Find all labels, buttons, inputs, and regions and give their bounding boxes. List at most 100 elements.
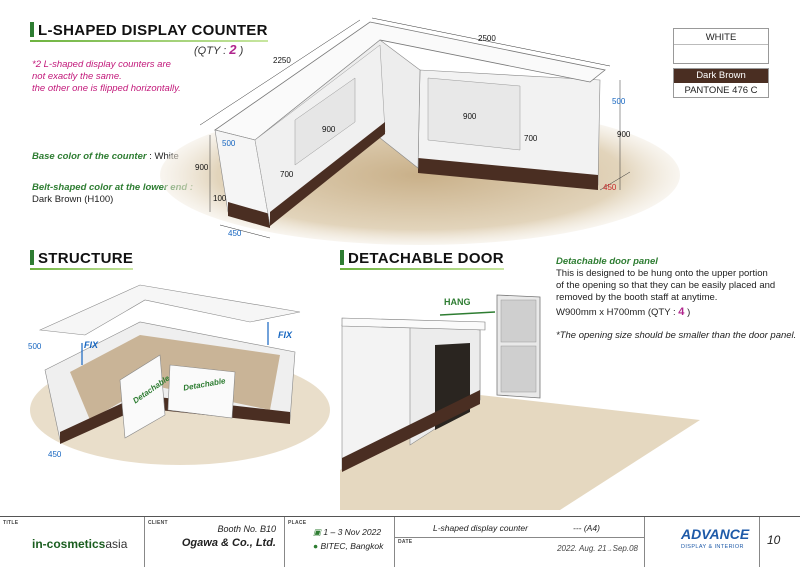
door-size-close: ) <box>687 307 691 318</box>
dim-900-right-front: 900 <box>463 112 477 121</box>
structure-dim-450: 450 <box>48 450 62 459</box>
fix-label-left: FIX <box>84 340 99 350</box>
booth-number: Booth No. B10 <box>217 524 276 534</box>
base-color-value: : White <box>149 151 179 162</box>
door-section-title: DETACHABLE DOOR <box>340 250 504 270</box>
door-desc-line-1: This is designed to be hung onto the upp… <box>556 268 768 279</box>
door-counter-side <box>341 324 481 471</box>
door-desc-line-3: removed by the booth staff at anytime. <box>556 292 718 303</box>
qty-value: 2 <box>229 42 237 57</box>
brand-cell: ADVANCE DISPLAY & INTERIOR <box>645 517 760 567</box>
paper-size: --- (A4) <box>573 523 600 533</box>
title-underline <box>30 40 268 42</box>
drawing-date-value: 2022. Aug. 21 <box>557 544 607 553</box>
counter-qty: (QTY : 2 ) <box>194 42 243 57</box>
event-venue: ● BITEC, Bangkok <box>313 541 383 551</box>
title-block: TITLE in-cosmeticsasia CLIENT Booth No. … <box>0 516 800 567</box>
dim-450-left: 450 <box>228 229 242 238</box>
date-tag: DATE <box>398 539 413 545</box>
dim-700-left: 700 <box>280 170 294 179</box>
floor-shadow <box>160 105 680 245</box>
door-panel <box>496 294 541 399</box>
event-logo-suffix: asia <box>105 537 128 551</box>
note-line-2: not exactly the same. <box>32 71 122 82</box>
client-tag: CLIENT <box>148 520 168 526</box>
left-front-face <box>254 44 386 226</box>
flip-note: *2 L-shaped display counters are not exa… <box>32 59 202 95</box>
door-description: This is designed to be hung onto the upp… <box>556 268 786 304</box>
door-panel-inner-bottom <box>500 345 537 393</box>
right-wing-front <box>417 69 601 186</box>
white-swatch: WHITE <box>673 28 769 64</box>
door-desc-line-2: of the opening so that they can be easil… <box>556 280 776 291</box>
structure-floor <box>30 355 330 465</box>
event-logo: in-cosmeticsasia <box>32 537 127 551</box>
door-size-text: W900mm x H700mm (QTY : <box>556 307 676 318</box>
detachable-label-1: Detachable <box>131 373 172 406</box>
dim-900-height-left: 900 <box>195 163 209 172</box>
title-tag: TITLE <box>3 520 19 526</box>
event-date-text: 1 – 3 Nov 2022 <box>323 527 382 537</box>
drawing-name: L-shaped display counter <box>433 523 528 533</box>
title-bar <box>340 250 344 265</box>
structure-title-text: STRUCTURE <box>38 250 134 267</box>
drawing-cell: L-shaped display counter --- (A4) DATE 2… <box>395 517 645 567</box>
dim-100: 100 <box>213 194 227 203</box>
door-opening-note: *The opening size should be smaller than… <box>556 330 797 341</box>
door-panel-inner-top <box>500 299 537 343</box>
dim-900-height-right: 900 <box>617 130 631 139</box>
drawing-date: 2022. Aug. 21→Sep.08 <box>557 544 638 553</box>
event-date: ▣ 1 – 3 Nov 2022 <box>313 527 381 538</box>
venue-text: BITEC, Bangkok <box>320 541 384 551</box>
title-underline <box>30 268 134 270</box>
white-swatch-label: WHITE <box>674 29 768 45</box>
left-end-belt <box>228 202 270 228</box>
page-number: 10 <box>767 533 781 547</box>
dim-900-left-front: 900 <box>322 125 336 134</box>
door-size: W900mm x H700mm (QTY : 4 ) <box>556 306 690 319</box>
brand-subtitle: DISPLAY & INTERIOR <box>681 544 744 550</box>
base-color-label: Base color of the counter : White <box>32 151 179 162</box>
structure-interior <box>70 335 280 420</box>
client-cell: CLIENT Booth No. B10 Ogawa & Co., Ltd. <box>145 517 285 567</box>
title-bar <box>30 250 34 265</box>
structure-belt <box>60 395 290 444</box>
qty-prefix: (QTY : <box>194 45 227 57</box>
door-panel-title: Detachable door panel <box>556 256 658 267</box>
place-cell: PLACE ▣ 1 – 3 Nov 2022 ● BITEC, Bangkok <box>285 517 395 567</box>
door-counter-belt <box>342 390 480 472</box>
title-bar <box>30 22 34 37</box>
door-floor <box>340 395 700 510</box>
door-size-qty: 4 <box>678 306 685 318</box>
counter-title-text: L-SHAPED DISPLAY COUNTER <box>38 22 268 39</box>
counter-top <box>214 21 606 141</box>
structure-dim-500: 500 <box>28 342 42 351</box>
door-opening <box>435 343 470 430</box>
dim-450-right: 450 <box>603 183 617 192</box>
hang-label: HANG <box>444 297 471 307</box>
event-logo-prefix: in-cosmetics <box>32 537 106 551</box>
structure-top <box>38 284 301 336</box>
brand-logo: ADVANCE <box>681 526 750 542</box>
place-tag: PLACE <box>288 520 307 526</box>
brown-swatch: Dark Brown PANTONE 476 C <box>673 68 769 98</box>
belt-color-value: Dark Brown (H100) <box>32 194 114 205</box>
dim-500-right: 500 <box>612 97 626 106</box>
brown-swatch-code: PANTONE 476 C <box>684 85 758 96</box>
fix-label-right: FIX <box>278 330 293 340</box>
title-cell: TITLE in-cosmeticsasia <box>0 517 145 567</box>
brown-swatch-label: Dark Brown <box>674 69 768 83</box>
drawing-divider <box>395 537 644 538</box>
right-wing-belt <box>418 158 598 190</box>
note-line-3: the other one is flipped horizontally. <box>32 83 181 94</box>
belt-color-label: Belt-shaped color at the lower end : <box>32 182 193 193</box>
calendar-icon: ▣ <box>313 527 322 537</box>
dim-2500: 2500 <box>478 34 496 43</box>
door-counter-top <box>341 317 486 331</box>
left-door-panel <box>294 77 356 166</box>
title-underline <box>340 268 504 270</box>
detachable-label-2: Detachable <box>182 376 227 393</box>
note-line-1: *2 L-shaped display counters are <box>32 59 171 70</box>
detachable-panel-2 <box>167 364 236 419</box>
counter-section-title: L-SHAPED DISPLAY COUNTER <box>30 22 268 42</box>
